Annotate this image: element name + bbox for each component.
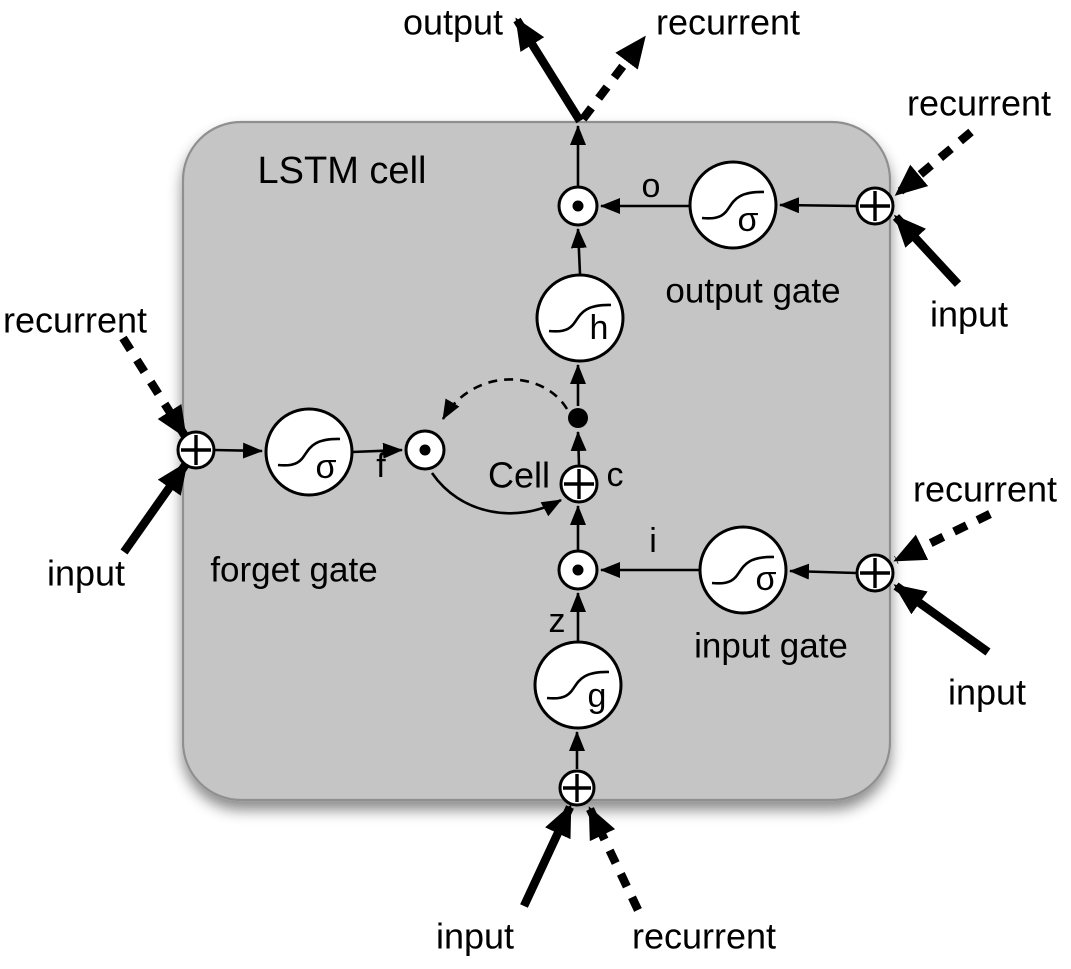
label-input-left-label: input (47, 553, 125, 594)
h-activation-circle (535, 273, 625, 363)
node-input-gate-sum (855, 553, 895, 593)
g-activation-letter: g (588, 677, 607, 715)
input-gate-sigmoid-squashing-curve-icon (711, 555, 775, 585)
label-signal-z: z (549, 602, 566, 640)
cell-state-junction-junction-dot-icon (568, 408, 588, 428)
node-forget-gate-sum (176, 430, 216, 470)
edge-forget-sum-to-sigmoid (213, 442, 263, 459)
edge-input-sum-to-sigmoid (789, 563, 857, 580)
h-activation-squashing-curve-icon (548, 303, 612, 333)
forget-gate-sigmoid-squashing-curve-icon (277, 437, 341, 467)
edge-output-arrow (513, 17, 584, 124)
node-input-sum (558, 769, 596, 807)
node-output-gate-sum (855, 186, 895, 226)
label-lstm-cell-title: LSTM cell (258, 150, 427, 192)
edge-h-to-output-multiply (570, 228, 587, 275)
output-gate-sigmoid-letter: σ (738, 201, 759, 239)
label-recurrent-left-label: recurrent (3, 300, 147, 341)
node-cell-state-junction (568, 408, 588, 428)
output-gate-sigmoid-squashing-curve-icon (701, 190, 765, 220)
forget-multiply-multiply-dot-icon (419, 444, 431, 456)
connection-layer (119, 17, 992, 912)
node-forget-gate-sigmoid: σ (264, 407, 354, 497)
input-multiply-multiply-dot-icon (572, 564, 584, 576)
edge-recurrent-in-input-gate (893, 510, 992, 564)
label-recurrent-topright-label: recurrent (907, 83, 1051, 124)
label-output-gate-label: output gate (665, 272, 840, 311)
edge-recurrent-in-forget-gate (119, 335, 189, 439)
edge-forget-sigmoid-to-multiply (351, 442, 403, 459)
label-signal-o: o (642, 167, 661, 205)
input-gate-sigmoid-letter: σ (756, 560, 777, 598)
edge-output-sum-to-sigmoid (779, 197, 857, 214)
g-activation-squashing-curve-icon (546, 670, 610, 700)
edge-cell-recurrent-to-forget-multiply (441, 378, 569, 420)
node-layer: σ h σ σ g (176, 160, 895, 807)
label-input-right-label: input (948, 672, 1026, 713)
label-output-label: output (403, 2, 503, 43)
edge-cell-sum-to-junction (570, 431, 587, 466)
node-forget-multiply (404, 429, 446, 471)
label-signal-f: f (376, 447, 386, 485)
label-input-gate-label: input gate (694, 627, 848, 666)
edge-recurrent-in-cell (586, 806, 642, 912)
label-recurrent-top-label: recurrent (656, 2, 800, 43)
output-gate-sigmoid-circle (688, 160, 778, 250)
edge-input-in-forget-gate (120, 461, 190, 555)
h-activation-letter: h (590, 309, 609, 347)
node-input-gate-sigmoid: σ (698, 525, 788, 615)
node-output-gate-sigmoid: σ (688, 160, 778, 250)
input-gate-sigmoid-circle (698, 525, 788, 615)
output-multiply-multiply-dot-icon (572, 200, 584, 212)
g-activation-circle (533, 640, 623, 730)
label-input-bottom-label: input (436, 916, 514, 957)
forget-gate-sigmoid-circle (264, 407, 354, 497)
label-input-topright-label: input (930, 294, 1008, 335)
node-cell-sum (559, 464, 599, 504)
edge-input-in-input-gate (893, 582, 991, 656)
label-forget-gate-label: forget gate (210, 551, 377, 590)
node-output-multiply (557, 185, 599, 227)
label-recurrent-bottom-label: recurrent (632, 916, 776, 957)
forget-gate-sigmoid-letter: σ (316, 448, 337, 486)
label-cell-label: Cell (488, 455, 550, 496)
label-recurrent-right-label: recurrent (913, 469, 1057, 510)
edge-input-in-output-gate (892, 214, 962, 287)
edge-recurrent-out-arrow (579, 35, 648, 122)
label-signal-i: i (649, 522, 657, 560)
label-layer: LSTM cell output gate input gate forget gat… (3, 2, 1057, 957)
node-h-activation: h (535, 273, 625, 363)
node-input-multiply (557, 549, 599, 591)
edge-forget-multiply-to-cell-sum (430, 472, 562, 517)
label-signal-c: c (607, 456, 624, 494)
edge-input-in-cell (520, 804, 574, 908)
edge-recurrent-in-output-gate (894, 128, 974, 198)
node-g-activation: g (533, 640, 623, 730)
